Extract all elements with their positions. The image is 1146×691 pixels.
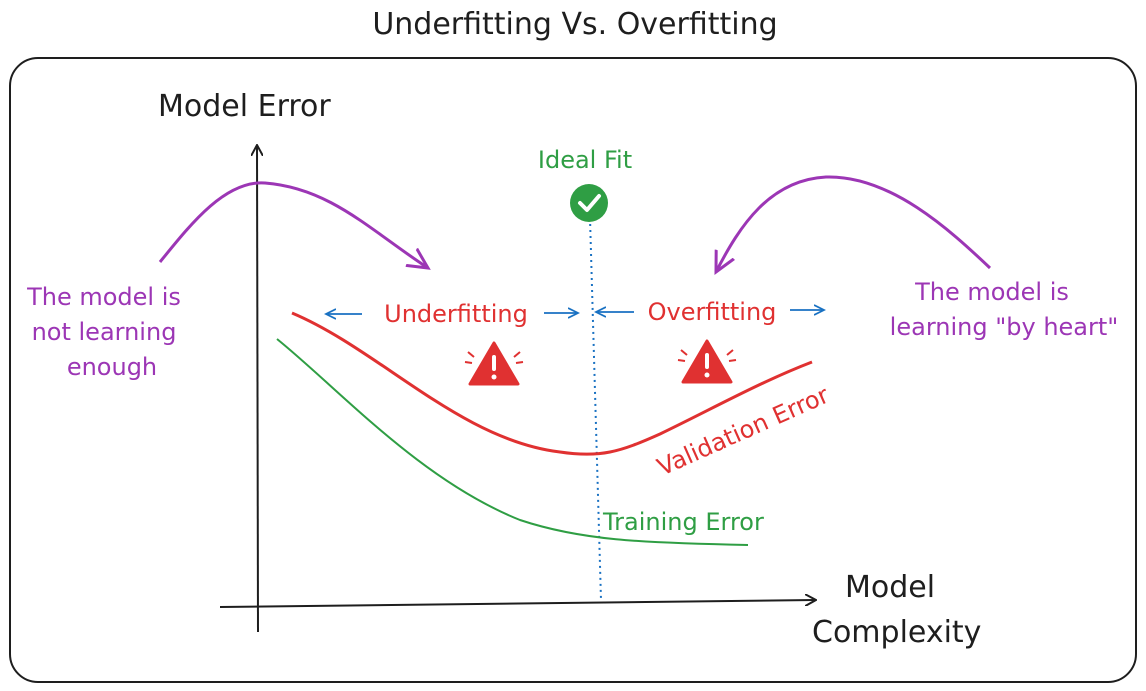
overfitting-label: Overfitting (648, 298, 777, 326)
left-note-line3: enough (67, 353, 157, 381)
warning-triangle-icon (677, 339, 737, 384)
warning-triangle-icon (464, 341, 524, 386)
training-error-curve (276, 338, 749, 546)
frame-border (9, 57, 1137, 683)
overfitting-note-arrow (716, 175, 992, 272)
left-note-line1: The model is (26, 283, 181, 311)
validation-error-label: Validation Error (653, 381, 833, 482)
x-axis (219, 600, 815, 608)
x-axis-label-line2: Complexity (812, 615, 981, 650)
ideal-fit-label: Ideal Fit (538, 146, 632, 174)
validation-error-curve (291, 311, 813, 456)
right-note-line2: learning "by heart" (890, 313, 1119, 341)
right-note-line1: The model is (914, 278, 1069, 306)
underfitting-label: Underfitting (384, 300, 528, 328)
y-axis-label: Model Error (158, 89, 331, 124)
underfitting-note-arrow (158, 181, 428, 268)
training-error-label: Training Error (602, 508, 764, 536)
x-axis-label-line1: Model (845, 570, 935, 605)
left-note-line2: not learning (32, 318, 177, 346)
y-axis (257, 146, 258, 633)
check-circle-icon (570, 184, 608, 222)
diagram-title: Underfitting Vs. Overfitting (372, 7, 777, 42)
ideal-fit-line (589, 217, 602, 601)
